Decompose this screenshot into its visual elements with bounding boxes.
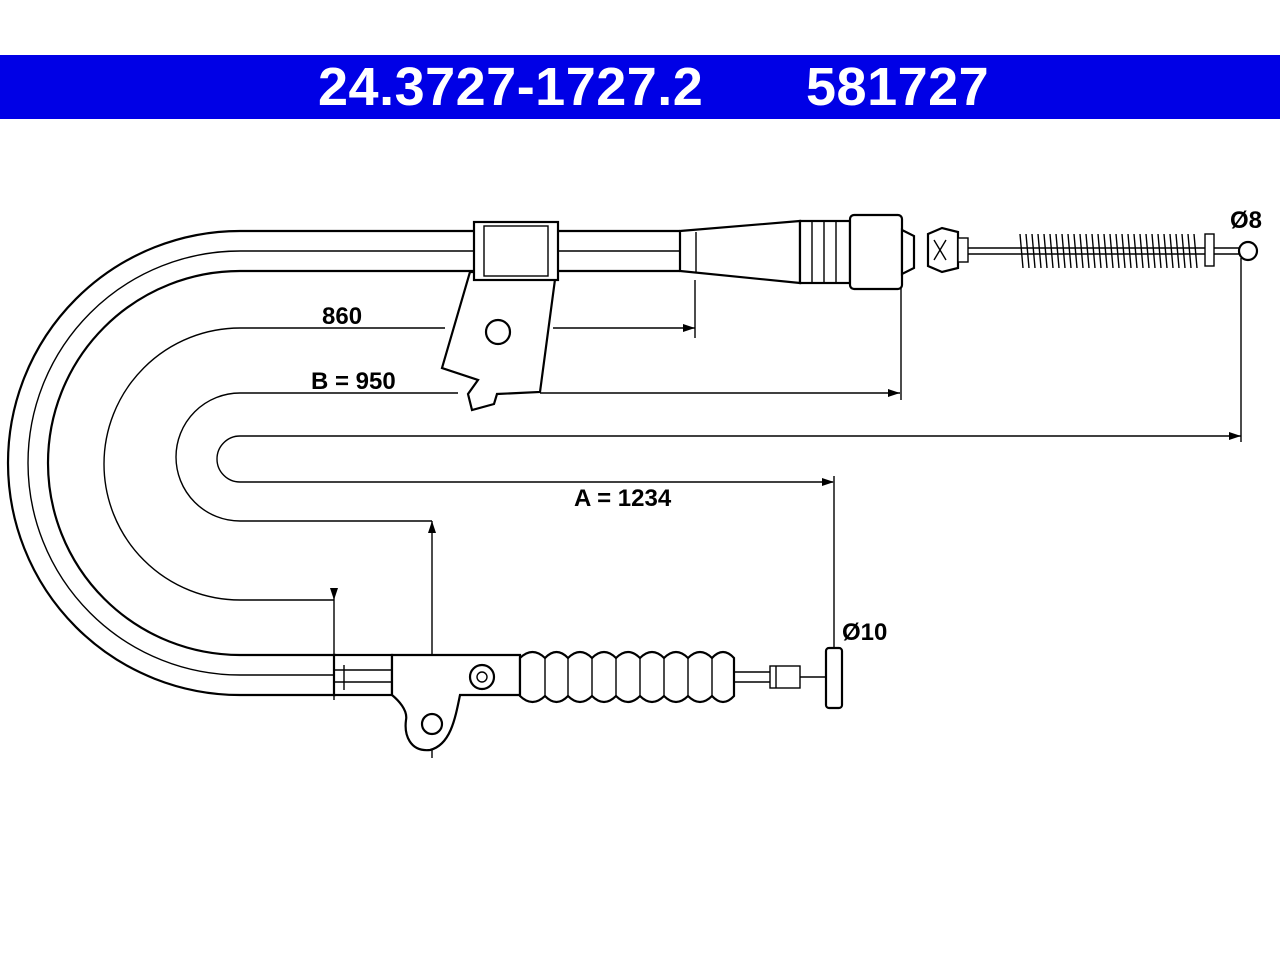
bottom-end-fitting xyxy=(332,646,844,752)
title-bar: 24.3727-1727.2 581727 xyxy=(0,55,1280,119)
cable-sheath xyxy=(6,229,480,697)
reference-number: 581727 xyxy=(806,57,990,117)
diameter-label-8: Ø8 xyxy=(1230,207,1262,234)
top-cable-sleeve xyxy=(558,213,969,291)
dimension-label-860: 860 xyxy=(322,303,362,330)
top-mounting-bracket xyxy=(440,220,560,412)
diameter-label-10: Ø10 xyxy=(842,619,887,646)
dimension-label-a: A = 1234 xyxy=(574,485,672,512)
dimension-label-b: B = 950 xyxy=(311,368,396,395)
top-end-spring xyxy=(968,233,1259,269)
corrugated-boot xyxy=(518,650,736,704)
spring-coil xyxy=(1019,233,1198,269)
part-number: 24.3727-1727.2 xyxy=(318,57,704,117)
